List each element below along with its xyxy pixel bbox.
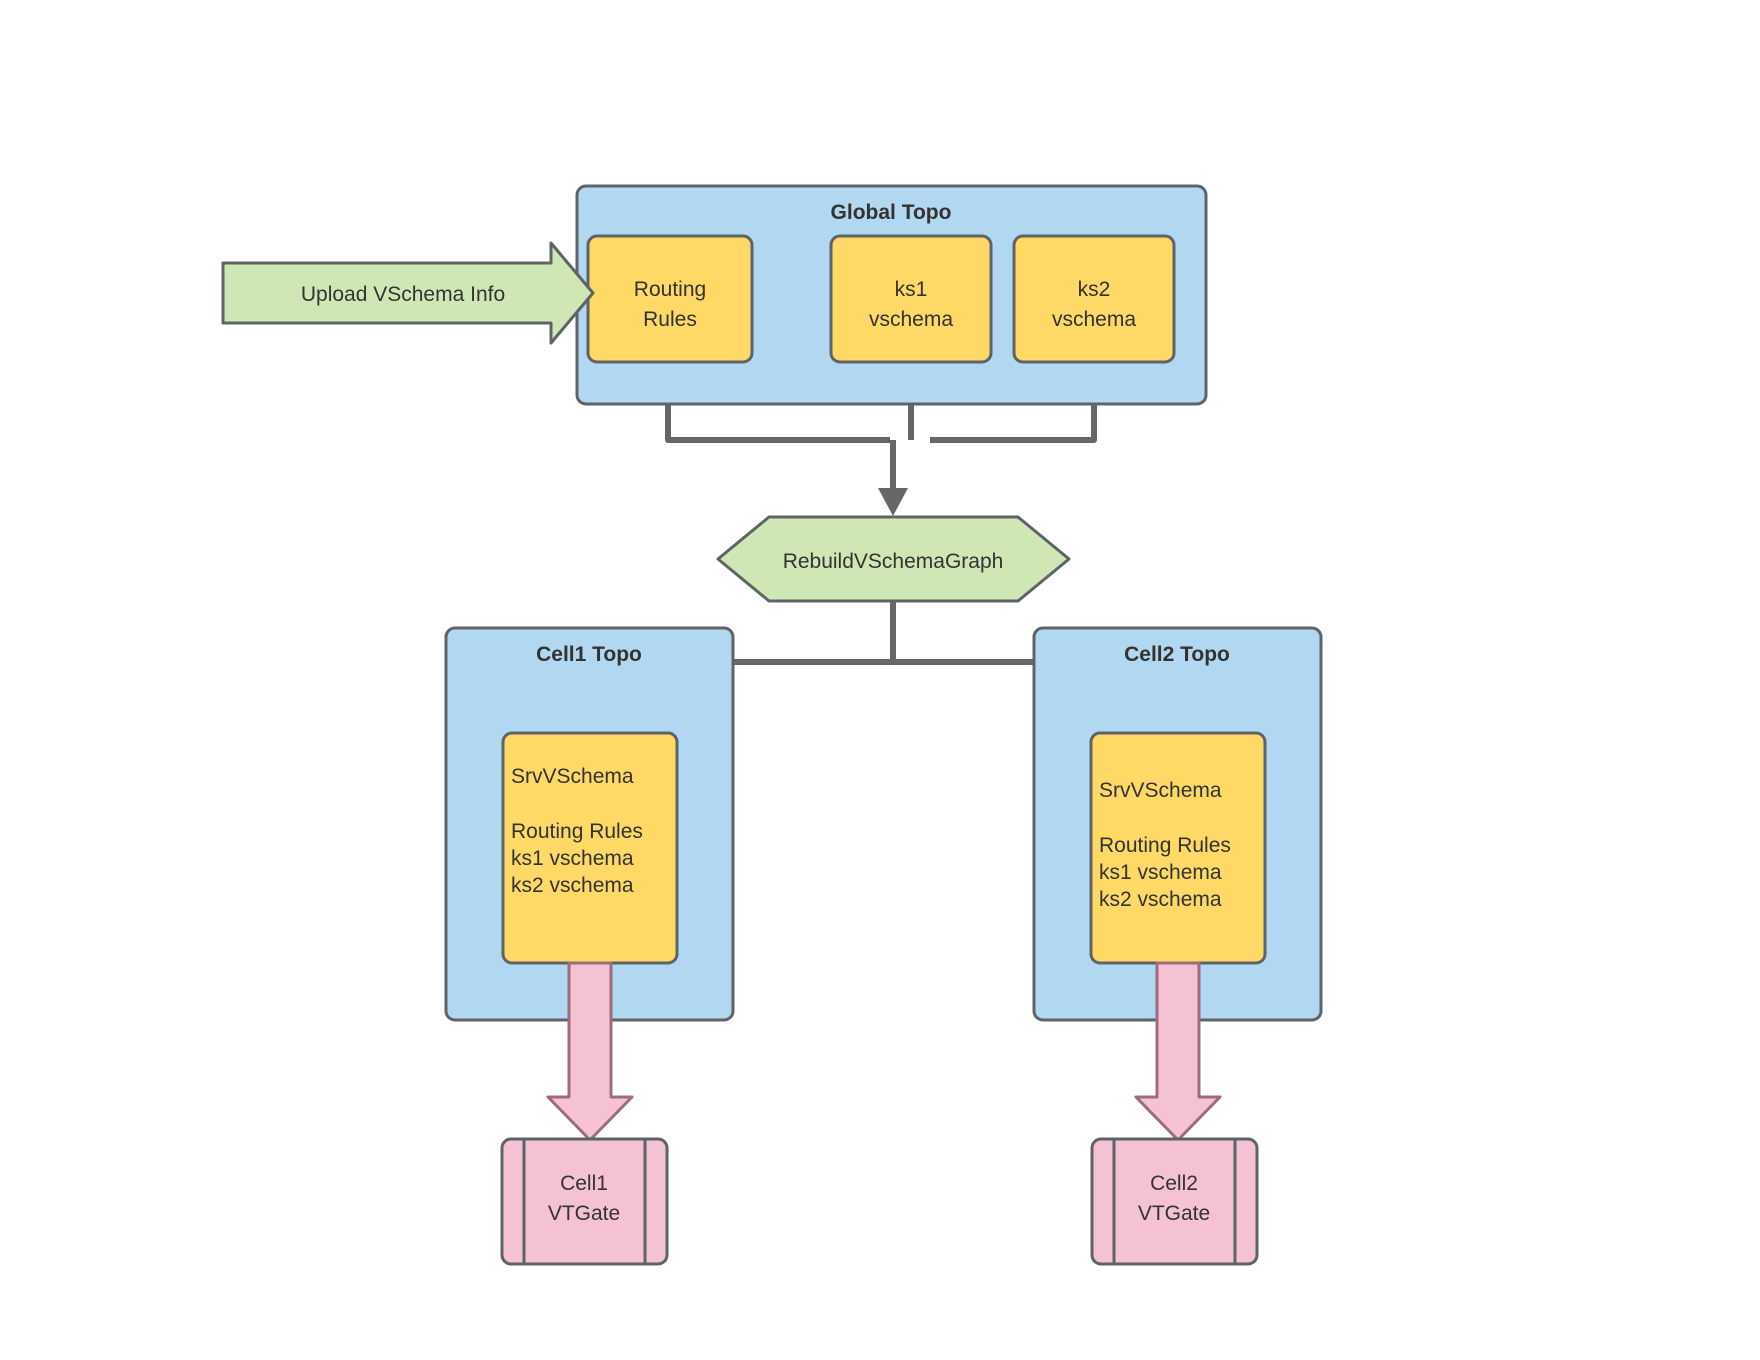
cell2-srv-heading: SrvVSchema — [1099, 779, 1222, 802]
cell2-topo-title: Cell2 Topo — [1124, 643, 1230, 666]
cell2-srv-item-1: ks1 vschema — [1099, 861, 1222, 884]
cell1-srvvschema-node[interactable]: SrvVSchema Routing Rules ks1 vschema ks2… — [501, 731, 679, 965]
rebuild-vschema-graph-node[interactable]: RebuildVSchemaGraph — [716, 515, 1071, 603]
cell1-vtgate-line1: Cell1 — [560, 1172, 608, 1195]
node-ks2-vschema[interactable]: ks2 vschema — [1012, 234, 1176, 364]
cell1-srv-item-1: ks1 vschema — [511, 847, 634, 870]
cell1-srv-heading: SrvVSchema — [511, 765, 634, 788]
node-ks1-vschema-box[interactable] — [829, 234, 993, 364]
cell1-vtgate-arrow — [546, 961, 634, 1142]
cell1-vtgate-box[interactable] — [500, 1137, 669, 1266]
cell2-srv-item-0: Routing Rules — [1099, 834, 1231, 857]
node-ks2-vschema-box[interactable] — [1012, 234, 1176, 364]
rebuild-hexagon-shape[interactable] — [716, 515, 1071, 603]
node-ks1-vschema-line1: ks1 — [895, 278, 928, 301]
arrowhead-into-rebuild — [878, 488, 908, 516]
cell2-vtgate-line2: VTGate — [1138, 1202, 1210, 1225]
cell2-vtgate-node[interactable]: Cell2 VTGate — [1090, 1137, 1259, 1266]
node-ks2-vschema-line1: ks2 — [1078, 278, 1111, 301]
cell2-vtgate-line1: Cell2 — [1150, 1172, 1198, 1195]
cell2-vtgate-arrow — [1134, 961, 1222, 1142]
node-routing-rules[interactable]: Routing Rules — [586, 234, 754, 364]
upload-vschema-arrow[interactable]: Upload VSchema Info — [221, 241, 595, 345]
cell1-vtgate-line2: VTGate — [548, 1202, 620, 1225]
cell2-srv-item-2: ks2 vschema — [1099, 888, 1222, 911]
cell2-srvvschema-node[interactable]: SrvVSchema Routing Rules ks1 vschema ks2… — [1089, 731, 1267, 965]
cell1-topo-title: Cell1 Topo — [536, 643, 642, 666]
cell1-vtgate-node[interactable]: Cell1 VTGate — [500, 1137, 669, 1266]
cell2-vtgate-box[interactable] — [1090, 1137, 1259, 1266]
cell1-group[interactable]: Cell1 Topo SrvVSchema Routing Rules ks1 … — [444, 626, 735, 1266]
cell1-srv-item-2: ks2 vschema — [511, 874, 634, 897]
node-ks1-vschema-line2: vschema — [869, 308, 953, 331]
cell1-srv-item-0: Routing Rules — [511, 820, 643, 843]
cell2-group[interactable]: Cell2 Topo SrvVSchema Routing Rules ks1 … — [1032, 626, 1323, 1266]
upload-arrow-shape[interactable] — [221, 241, 595, 345]
global-topo-title: Global Topo — [831, 201, 952, 224]
node-ks2-vschema-line2: vschema — [1052, 308, 1136, 331]
node-routing-rules-line1: Routing — [634, 278, 706, 301]
global-topo-container[interactable]: Global Topo Routing Rules ks1 vschema ks… — [575, 184, 1208, 406]
node-ks1-vschema[interactable]: ks1 vschema — [829, 234, 993, 364]
upload-arrow-label: Upload VSchema Info — [301, 283, 505, 306]
rebuild-hexagon-label: RebuildVSchemaGraph — [783, 550, 1004, 573]
node-routing-rules-line2: Rules — [643, 308, 697, 331]
